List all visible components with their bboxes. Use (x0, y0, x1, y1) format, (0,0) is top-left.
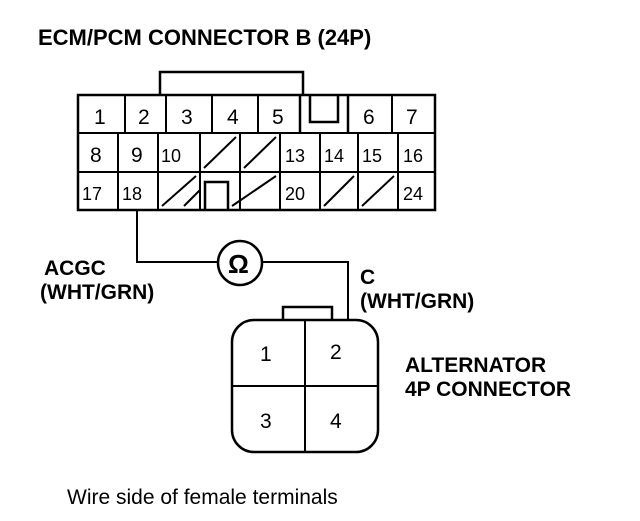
alt-pin: 2 (330, 341, 342, 364)
alternator-label-line2: 4P CONNECTOR (405, 378, 571, 401)
ecm-pin-labels: 1 2 3 4 5 6 7 8 9 10 13 14 15 16 17 18 2… (82, 106, 423, 204)
ecm-pin: 16 (403, 146, 423, 166)
wire-right-color: (WHT/GRN) (360, 290, 474, 313)
ecm-pin: 20 (285, 184, 305, 204)
ecm-pin: 17 (82, 184, 102, 204)
ecm-pin: 1 (94, 106, 106, 129)
diagram-title: ECM/PCM CONNECTOR B (24P) (38, 25, 371, 50)
ecm-pin: 6 (363, 106, 375, 129)
alternator-label-line1: ALTERNATOR (405, 354, 546, 377)
ecm-pin: 2 (138, 106, 150, 129)
ecm-pin: 5 (272, 106, 284, 129)
test-wiring (136, 210, 349, 320)
ecm-pin: 7 (406, 106, 418, 129)
ecm-pin: 3 (181, 106, 193, 129)
alternator-connector (230, 305, 380, 454)
ecm-pin: 4 (227, 106, 239, 129)
ecm-pin: 15 (362, 146, 382, 166)
diagram-caption: Wire side of female terminals (67, 486, 338, 509)
alt-pin: 3 (260, 410, 272, 433)
ecm-pin: 24 (403, 184, 423, 204)
ecm-pin: 13 (285, 146, 305, 166)
ecm-pin: 18 (122, 184, 142, 204)
ecm-pin: 9 (131, 144, 143, 167)
ecm-pin: 8 (90, 144, 102, 167)
wire-left-name: ACGC (44, 257, 106, 280)
alt-pin: 1 (260, 343, 272, 366)
ecm-connector (76, 70, 437, 212)
ecm-pin: 14 (324, 146, 344, 166)
wire-right-name: C (360, 266, 375, 289)
alt-pin: 4 (330, 410, 342, 433)
wire-left-color: (WHT/GRN) (40, 281, 154, 304)
ohm-symbol: Ω (228, 249, 249, 279)
ecm-pin: 10 (161, 146, 181, 166)
